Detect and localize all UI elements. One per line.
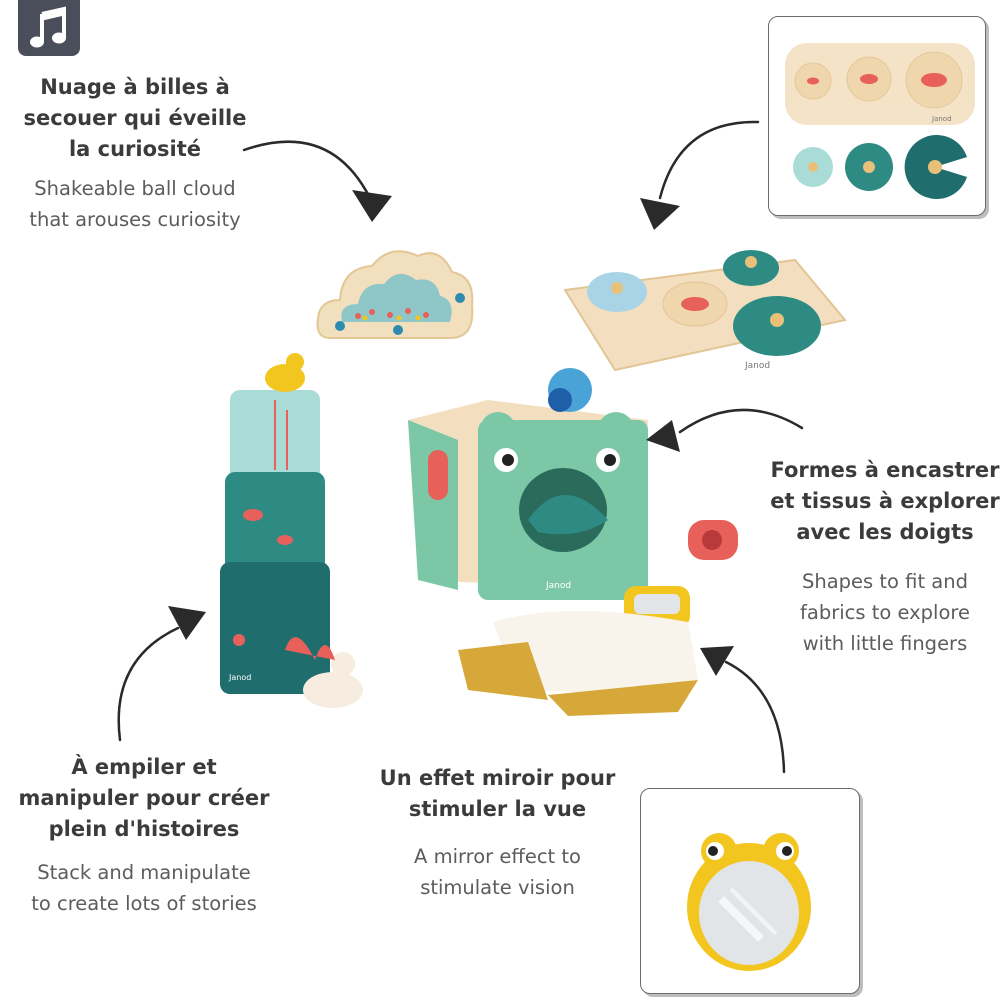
arrow-cloud <box>242 140 372 200</box>
arrowhead-stack-icon <box>168 606 206 640</box>
lily-pad-puzzle: Janod <box>563 250 847 372</box>
arrowhead-sorter-icon <box>646 420 680 452</box>
brand-logo: Janod <box>228 673 251 682</box>
brand-logo: Janod <box>744 361 770 371</box>
arrowhead-mirror-icon <box>700 646 734 676</box>
mirror-photo <box>687 833 811 971</box>
fish-puzzle-photo: Janod <box>785 43 975 200</box>
frog-shape-sorter: Janod <box>408 368 738 716</box>
ball-cloud-toy <box>316 250 474 339</box>
stacking-cups: Janod <box>220 353 363 708</box>
brand-logo: Janod <box>931 115 952 123</box>
arrow-mirror <box>724 660 786 774</box>
arrow-puzzle <box>658 120 760 200</box>
music-badge[interactable] <box>18 0 80 56</box>
brand-logo: Janod <box>545 581 571 591</box>
inset-mirror <box>640 788 860 994</box>
arrowhead-cloud-icon <box>352 190 392 222</box>
arrow-sorter <box>678 408 804 434</box>
music-note-icon <box>30 6 66 48</box>
inset-fish-puzzle: Janod <box>768 16 986 216</box>
arrowhead-puzzle-icon <box>640 198 680 230</box>
arrow-stack <box>117 626 180 742</box>
